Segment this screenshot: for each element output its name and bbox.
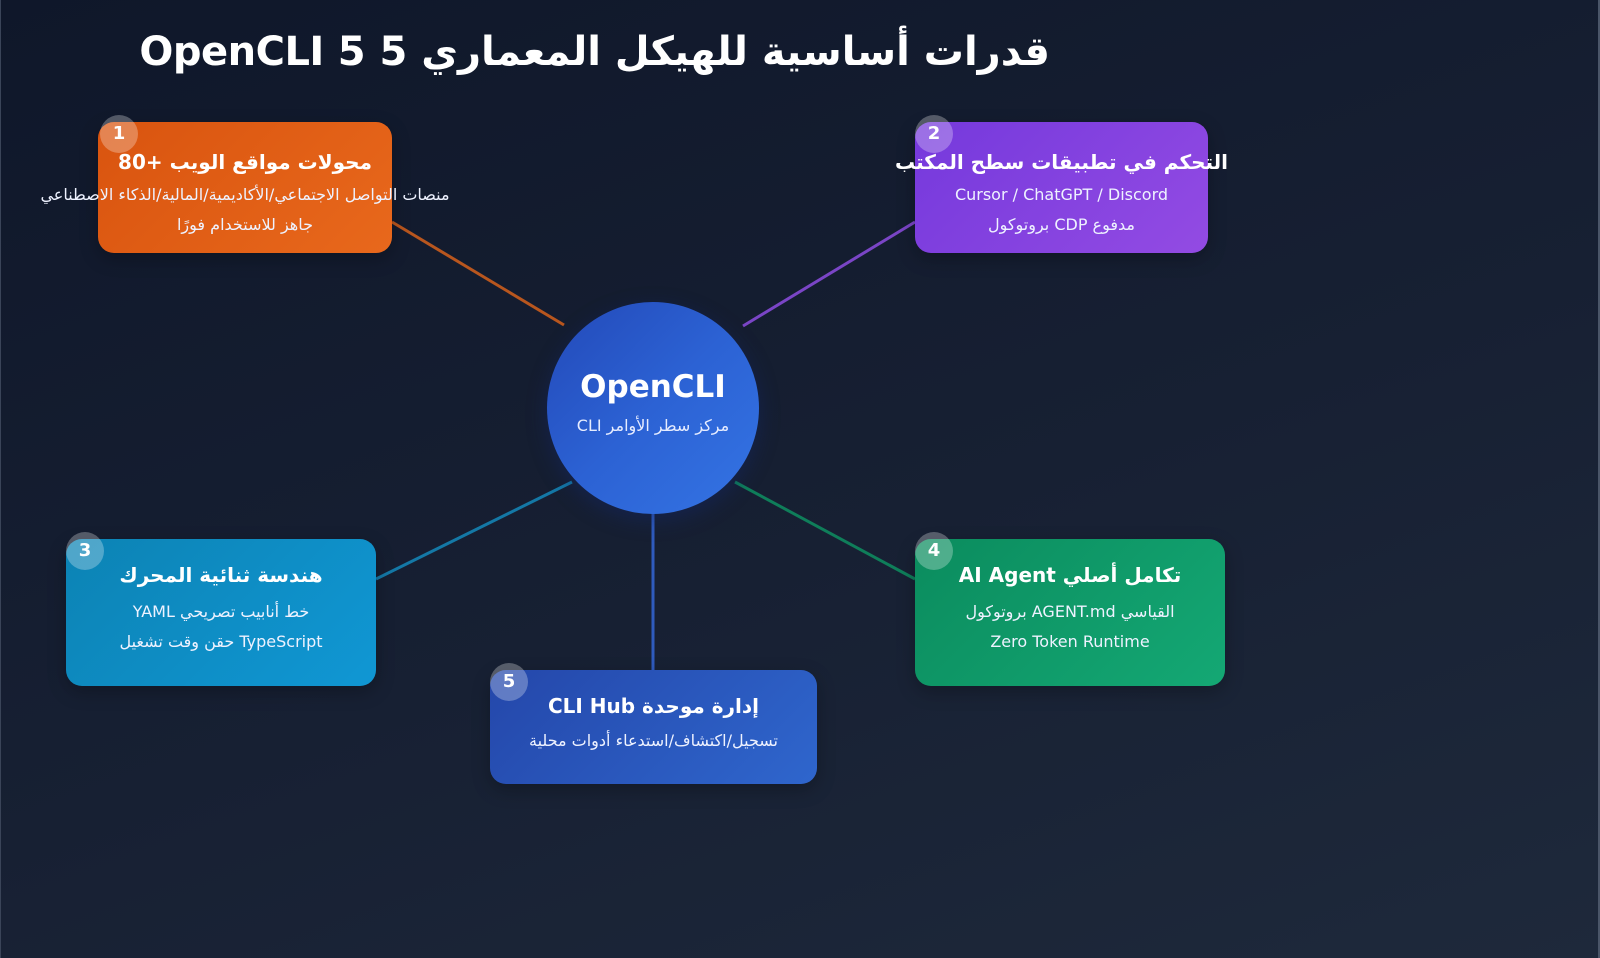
connector-hub-to-card-3 xyxy=(375,480,573,581)
capability-card-cli-hub: إدارة موحدة CLI Hub تسجيل/اكتشاف/استدعاء… xyxy=(490,670,817,784)
capability-card-ai-agent: تكامل أصلي AI Agent القياسي AGENT.md برو… xyxy=(915,539,1225,686)
card-number-badge-2: 2 xyxy=(915,115,953,153)
card-number-badge-3: 3 xyxy=(66,532,104,570)
left-edge-border xyxy=(0,0,1,958)
connector-hub-to-card-4 xyxy=(734,480,916,581)
card-title: تكامل أصلي AI Agent xyxy=(958,563,1182,587)
card-description-line: القياسي AGENT.md بروتوكول xyxy=(965,602,1175,621)
card-number-badge-4: 4 xyxy=(915,532,953,570)
card-description-line: مدفوع CDP بروتوكول xyxy=(988,215,1135,234)
connector-hub-to-card-2 xyxy=(742,220,916,328)
card-description-line: TypeScript حقن وقت تشغيل xyxy=(119,632,323,651)
card-description-line: خط أنابيب تصريحي YAML xyxy=(132,602,310,621)
card-number-badge-1: 1 xyxy=(100,115,138,153)
right-scrollbar-edge xyxy=(1598,0,1600,958)
card-description-line: جاهز للاستخدام فورًا xyxy=(176,215,314,234)
card-title: إدارة موحدة CLI Hub xyxy=(547,694,760,718)
hub-title: OpenCLI xyxy=(580,369,726,405)
card-title: هندسة ثنائية المحرك xyxy=(119,563,323,587)
capability-card-dual-engine: هندسة ثنائية المحرك خط أنابيب تصريحي YAM… xyxy=(66,539,376,686)
connector-hub-to-card-1 xyxy=(391,220,565,327)
card-description-line: Cursor / ChatGPT / Discord xyxy=(954,185,1169,204)
hub-subtitle: مركز سطر الأوامر CLI xyxy=(576,416,730,435)
capability-card-desktop-control: التحكم في تطبيقات سطح المكتب Cursor / Ch… xyxy=(895,122,1228,253)
card-description-line: منصات التواصل الاجتماعي/الأكاديمية/المال… xyxy=(40,185,450,204)
card-title: التحكم في تطبيقات سطح المكتب xyxy=(894,150,1229,174)
card-number-badge-5: 5 xyxy=(490,663,528,701)
card-title: محولات مواقع الويب +80 xyxy=(118,150,372,174)
page-title: قدرات أساسية للهيكل المعماري 5 5 OpenCLI xyxy=(139,29,1050,75)
card-description-line: تسجيل/اكتشاف/استدعاء أدوات محلية xyxy=(528,731,778,750)
capability-card-web-adapters: محولات مواقع الويب +80 منصات التواصل الا… xyxy=(40,122,450,253)
card-description-line: Zero Token Runtime xyxy=(990,632,1150,651)
opencli-hub-node: OpenCLI مركز سطر الأوامر CLI xyxy=(547,302,759,514)
